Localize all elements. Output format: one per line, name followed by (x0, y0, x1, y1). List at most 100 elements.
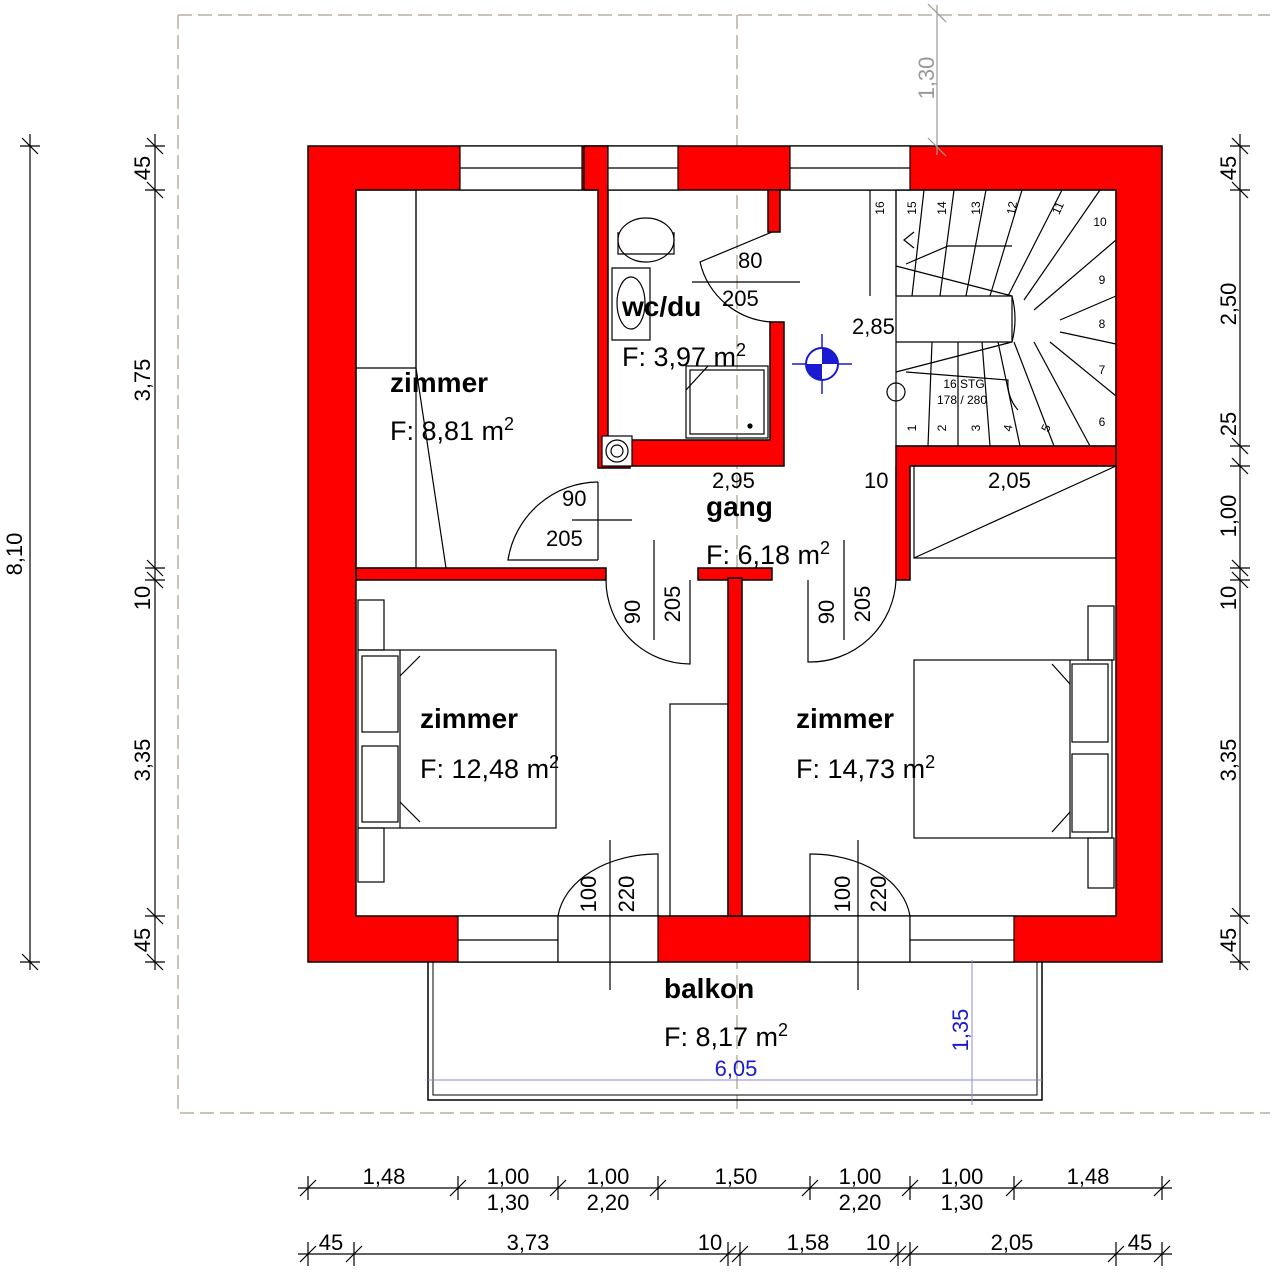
room-name-wc: wc/du (621, 291, 701, 322)
top-dimension: 1,30 (914, 3, 947, 157)
bottom-r2-4: 1,58 (787, 1230, 830, 1255)
corridor-wall: 10 (864, 468, 888, 493)
room-name-zimmer-2: zimmer (420, 703, 518, 734)
left-seg-4: 3,35 (130, 739, 155, 782)
door1-width: 90 (620, 600, 645, 624)
stair-step-11: 11 (1049, 199, 1067, 217)
right-seg-3: 25 (1216, 412, 1241, 436)
stair-step-2: 2 (935, 424, 949, 431)
balcony-dimensions: 6,05 1,35 (428, 960, 1042, 1105)
bottom-r1-1: 1,48 (363, 1164, 406, 1189)
right-seg-2: 2,50 (1216, 283, 1241, 326)
gang-door-width: 90 (562, 486, 586, 511)
bottom-r2-7: 45 (1128, 1230, 1152, 1255)
bottom-r1-3: 1,00 (587, 1164, 630, 1189)
room-area-wc: F: 3,97 m2 (622, 340, 746, 372)
left-dimension-labels: 8,10 45 3,75 10 3,35 45 (2, 156, 155, 952)
right-dimension-labels: 45 2,50 25 1,00 10 3,35 45 (1216, 156, 1241, 952)
stair-step-15: 15 (905, 201, 919, 215)
right-dimensions (1230, 134, 1250, 971)
bottom-r1-2: 1,00 (487, 1164, 530, 1189)
bottom-r1-4: 1,50 (715, 1164, 758, 1189)
stair-ratio: 178 / 280 (937, 393, 987, 407)
survey-marker-icon (792, 334, 852, 394)
bottom-r1-6b: 1,30 (941, 1190, 984, 1215)
stair-step-16: 16 (873, 201, 887, 215)
left-total: 8,10 (2, 533, 27, 576)
inner-dimensions: 80 205 2,85 2,95 10 2,05 90 205 90 205 9… (546, 248, 1031, 912)
stair-labels: 16 15 14 13 12 11 10 9 8 7 6 5 4 3 2 1 1… (873, 199, 1107, 434)
bottom-r1-2b: 1,30 (487, 1190, 530, 1215)
door2-height: 205 (850, 586, 875, 623)
gang-door-height: 205 (546, 526, 583, 551)
wc-door-width: 80 (738, 248, 762, 273)
door1-height: 205 (660, 586, 685, 623)
guide-lines (177, 14, 1270, 1114)
corridor-length: 2,95 (712, 468, 755, 493)
left-dimensions (20, 134, 165, 971)
balcony-door-right-width: 100 (830, 876, 855, 913)
bottom-r2-1: 45 (319, 1230, 343, 1255)
room-area-zimmer-2: F: 12,48 m2 (420, 752, 559, 784)
bottom-dimension-labels-row1: 1,48 1,00 1,30 1,00 2,20 1,50 1,00 2,20 … (363, 1164, 1110, 1215)
stair-space: 2,85 (852, 314, 895, 339)
bottom-r1-6: 1,00 (941, 1164, 984, 1189)
right-seg-7: 45 (1216, 928, 1241, 952)
room-area-zimmer-1: F: 8,81 m2 (390, 414, 514, 446)
left-seg-2: 3,75 (130, 359, 155, 402)
door2-width: 90 (814, 600, 839, 624)
room-name-balkon: balkon (664, 973, 754, 1004)
bottom-r2-5: 10 (866, 1230, 890, 1255)
stair-count: 16 STG (943, 377, 984, 391)
bottom-r2-2: 3,73 (507, 1230, 550, 1255)
wc-door-height: 205 (722, 286, 759, 311)
staircase (869, 189, 1117, 447)
bottom-r2-3: 10 (698, 1230, 722, 1255)
stair-step-14: 14 (935, 201, 949, 215)
store-length: 2,05 (988, 468, 1031, 493)
right-seg-5: 10 (1216, 586, 1241, 610)
balcony-width-label: 6,05 (715, 1056, 758, 1081)
stair-step-1: 1 (905, 424, 919, 431)
stair-step-8: 8 (1099, 317, 1106, 331)
room-name-zimmer-3: zimmer (796, 703, 894, 734)
stair-step-3: 3 (969, 424, 983, 431)
bottom-r1-5b: 2,20 (839, 1190, 882, 1215)
right-seg-1: 45 (1216, 156, 1241, 180)
balcony-door-left-width: 100 (576, 876, 601, 913)
right-seg-6: 3,35 (1216, 739, 1241, 782)
room-area-balkon: F: 8,17 m2 (664, 1020, 788, 1052)
stair-step-6: 6 (1099, 415, 1106, 429)
furniture (355, 189, 1117, 917)
bottom-dimension-labels-row2: 45 3,73 10 1,58 10 2,05 45 (319, 1230, 1152, 1255)
balcony-depth-label: 1,35 (948, 1009, 973, 1052)
left-seg-3: 10 (130, 586, 155, 610)
windows (457, 145, 1015, 963)
room-labels: zimmer F: 8,81 m2 wc/du F: 3,97 m2 gang … (390, 291, 935, 1052)
stair-step-10: 10 (1093, 215, 1107, 229)
stair-step-5: 5 (1038, 422, 1054, 434)
bottom-dimensions-row2 (298, 1242, 1172, 1266)
bottom-r2-6: 2,05 (991, 1230, 1034, 1255)
stair-step-12: 12 (1004, 200, 1020, 216)
stair-step-9: 9 (1099, 273, 1106, 287)
stair-step-13: 13 (969, 201, 983, 215)
bottom-r1-5: 1,00 (839, 1164, 882, 1189)
bottom-r1-7: 1,48 (1067, 1164, 1110, 1189)
stair-step-4: 4 (1001, 423, 1016, 432)
right-seg-4: 1,00 (1216, 495, 1241, 538)
room-name-gang: gang (706, 491, 773, 522)
bottom-r1-3b: 2,20 (587, 1190, 630, 1215)
bottom-dimensions-row1 (298, 1176, 1172, 1200)
doors (507, 231, 911, 990)
room-name-zimmer-1: zimmer (390, 367, 488, 398)
left-seg-1: 45 (130, 156, 155, 180)
left-seg-5: 45 (130, 928, 155, 952)
top-dim-label: 1,30 (914, 57, 939, 100)
balcony-door-right-height: 220 (866, 876, 891, 913)
stair-step-7: 7 (1099, 363, 1106, 377)
balcony-door-left-height: 220 (614, 876, 639, 913)
room-area-zimmer-3: F: 14,73 m2 (796, 752, 935, 784)
room-area-gang: F: 6,18 m2 (706, 538, 830, 570)
